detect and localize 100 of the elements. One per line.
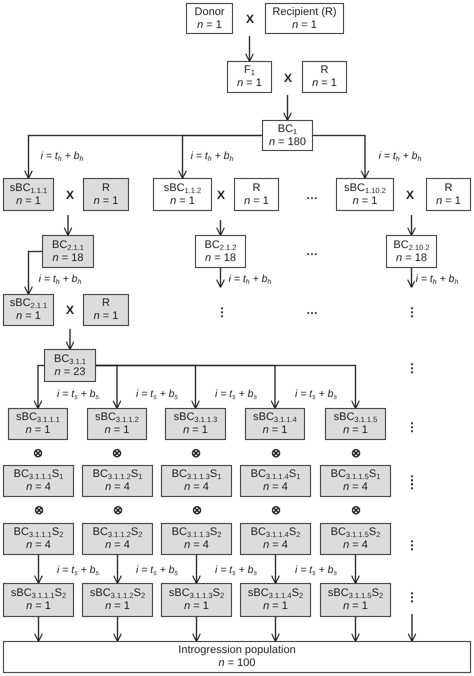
- symbol-label: X: [66, 304, 74, 316]
- node-count: n = 4: [26, 539, 51, 552]
- process-box: [44, 349, 96, 382]
- process-box: [240, 465, 311, 497]
- arrow: [112, 617, 122, 642]
- node-count: n = 100: [218, 657, 256, 670]
- symbol-label: ⋮: [406, 306, 418, 318]
- node-title: sBC$_{1.10.2}$: [344, 182, 386, 194]
- process-box: [234, 178, 279, 211]
- process-box: [320, 523, 391, 555]
- process-box: [42, 235, 94, 268]
- node-count: n = 4: [343, 539, 368, 552]
- edge-label: i = t$_{s}$ + b$_{s}$: [56, 388, 100, 400]
- arrow: [34, 617, 44, 642]
- symbol-label: X: [406, 189, 414, 201]
- node-count: n = 1: [183, 424, 208, 437]
- node-count: n = 1: [104, 424, 130, 437]
- process-box: [82, 583, 153, 617]
- process-box: [265, 3, 344, 34]
- process-box: [320, 583, 391, 617]
- node-count: n = 1: [343, 424, 368, 437]
- node-count: n = 1: [94, 194, 118, 208]
- node-count: n = 1: [263, 600, 288, 613]
- arrow: [34, 555, 44, 584]
- node-title: sBC$_{3.1.1.1}$S$_{2}$: [10, 587, 66, 600]
- node-title: sBC$_{3.1.1.1}$: [16, 411, 60, 424]
- node-title: sBC$_{3.1.1.5}$S$_{2}$: [328, 587, 384, 600]
- process-box: [325, 408, 386, 440]
- node-title: R: [320, 64, 328, 77]
- arrow: [192, 555, 202, 584]
- symbol-label: ⊗: [33, 447, 43, 459]
- node-count: n = 1: [197, 18, 222, 32]
- node-title: BC$_{3.1.1.4}$S$_{2}$: [250, 526, 300, 539]
- arrow: [33, 364, 44, 409]
- process-box: [426, 178, 471, 211]
- edge-label: i = t$_{h}$ + b$_{h}$: [38, 274, 82, 284]
- node-title: sBC$_{3.1.1.3}$S$_{2}$: [168, 587, 224, 600]
- arrow: [270, 555, 280, 584]
- symbol-label: ⊗: [34, 504, 44, 516]
- process-box: [8, 408, 68, 440]
- symbol-label: ⊗: [351, 504, 361, 516]
- process-box: [82, 465, 153, 497]
- symbol-label: X: [217, 189, 225, 201]
- symbol-label: ⊗: [271, 447, 281, 459]
- node-count: n = 1: [170, 194, 195, 208]
- symbol-label: ⊗: [113, 504, 123, 516]
- process-box: [165, 408, 226, 440]
- arrow: [407, 614, 417, 642]
- node-title: sBC$_{2.1.1}$: [10, 297, 48, 310]
- process-box: [262, 120, 313, 151]
- node-title: BC$_{3.1.1.5}$S$_{2}$: [330, 526, 380, 539]
- node-count: n = 1: [343, 600, 368, 613]
- edge-label: i = t$_{s}$ + b$_{s}$: [134, 388, 180, 400]
- symbol-label: …: [306, 245, 318, 257]
- symbol-label: …: [306, 189, 318, 201]
- node-count: n = 1: [184, 600, 209, 613]
- arrow: [216, 220, 226, 236]
- node-title: BC$_{3.1.1.5}$S$_{1}$: [330, 468, 380, 481]
- node-count: n = 180: [268, 136, 306, 148]
- arrow: [178, 134, 262, 179]
- node-title: sBC$_{3.1.1.2}$S$_{2}$: [90, 587, 146, 600]
- node-title: R: [444, 182, 452, 194]
- arrow: [65, 329, 75, 350]
- symbol-label: ⊗: [271, 504, 281, 516]
- edge-label: i = t$_{s}$ + b$_{s}$: [214, 564, 258, 576]
- symbol-label: ⋮: [216, 306, 228, 318]
- node-count: n = 4: [26, 481, 51, 494]
- node-count: n = 18: [205, 252, 236, 264]
- node-count: n = 1: [312, 77, 337, 90]
- node-count: n = 18: [52, 252, 84, 264]
- node-title: BC$_{3.1.1.3}$S$_{2}$: [172, 526, 222, 539]
- edge-label: i = t$_{s}$ + b$_{s}$: [294, 564, 338, 576]
- arrow: [406, 268, 416, 288]
- process-box: [83, 178, 129, 211]
- node-title: sBC$_{1.1.2}$: [164, 182, 202, 194]
- node-title: sBC$_{3.1.1.3}$: [174, 411, 218, 424]
- symbol-label: ⊗: [192, 504, 202, 516]
- node-count: n = 4: [263, 481, 288, 494]
- process-box: [161, 523, 232, 555]
- node-title: Donor: [194, 6, 224, 18]
- symbol-label: ⋮: [406, 362, 418, 374]
- process-box: [3, 641, 471, 673]
- symbol-label: ⋮: [406, 591, 418, 603]
- process-box: [3, 294, 54, 326]
- node-title: BC$_{3.1.1}$: [54, 352, 86, 366]
- process-box: [302, 61, 347, 93]
- arrow: [24, 250, 42, 295]
- node-title: sBC$_{3.1.1.4}$S$_{2}$: [248, 587, 304, 600]
- node-count: n = 4: [184, 481, 209, 494]
- node-title: R: [102, 182, 110, 194]
- arrow: [96, 364, 360, 409]
- process-box: [153, 178, 212, 211]
- node-title: R: [102, 297, 110, 310]
- node-count: n = 1: [237, 77, 262, 90]
- edge-label: i = t$_{h}$ + b$_{h}$: [40, 150, 84, 162]
- edge-label: i = t$_{s}$ + b$_{s}$: [56, 564, 100, 576]
- node-count: n = 4: [184, 539, 209, 552]
- node-title: BC$_{3.1.1.4}$S$_{1}$: [250, 468, 300, 481]
- arrow: [406, 215, 416, 236]
- symbol-label: …: [306, 304, 318, 316]
